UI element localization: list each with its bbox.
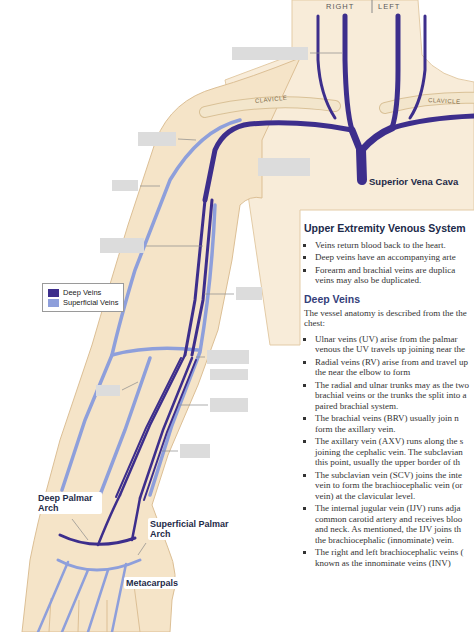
clavicle-outline bbox=[205, 102, 335, 112]
panel-title: Upper Extremity Venous System bbox=[304, 222, 470, 235]
bullet-text: The axillary vein (AXV) runs along the s… bbox=[315, 436, 470, 468]
ulnar-vein bbox=[144, 360, 196, 500]
bullet-list: Ulnar veins (UV) arise from the palmar v… bbox=[304, 334, 470, 569]
label-placeholder bbox=[112, 180, 138, 191]
legend-row: Deep Veins bbox=[48, 288, 118, 297]
leader-line bbox=[178, 405, 208, 406]
brachial-vein bbox=[192, 200, 212, 355]
side-label: RIGHT bbox=[326, 2, 354, 11]
superficial-veins bbox=[38, 120, 240, 632]
metacarpal-vein bbox=[38, 562, 68, 632]
superior-vena-cava bbox=[361, 150, 362, 180]
leader-line bbox=[204, 294, 234, 295]
label-placeholder bbox=[232, 47, 308, 60]
legend-box: Deep VeinsSuperficial Veins bbox=[42, 283, 124, 312]
leader-line bbox=[162, 451, 178, 452]
internal-jugular-vein bbox=[392, 16, 398, 128]
bullet-text: The internal jugular vein (IJV) runs adj… bbox=[315, 503, 470, 545]
label-placeholder bbox=[210, 398, 248, 412]
leader-line bbox=[196, 357, 205, 358]
metacarpal-vein bbox=[62, 570, 88, 632]
label-placeholder bbox=[100, 238, 144, 253]
brachial-vein bbox=[185, 200, 205, 355]
bullet-list: Veins return blood back to the heart.Dee… bbox=[304, 240, 470, 286]
legend-swatch bbox=[48, 289, 59, 297]
arm-skin bbox=[22, 58, 300, 632]
thumb-line bbox=[134, 585, 140, 632]
brachiocephalic-vein bbox=[362, 128, 392, 150]
leader-line bbox=[146, 246, 203, 247]
leader-line bbox=[310, 53, 342, 54]
divider-line bbox=[372, 0, 373, 13]
wrist-vein bbox=[132, 498, 140, 540]
legend-swatch bbox=[48, 299, 59, 307]
leader-line bbox=[72, 519, 88, 540]
vessel-label: Superior Vena Cava bbox=[369, 176, 458, 187]
bullet-text: The radial and ulnar trunks may as the t… bbox=[315, 380, 470, 412]
finger-line bbox=[78, 600, 79, 632]
metacarpal-vein bbox=[88, 570, 108, 632]
subclavian-vein bbox=[392, 116, 474, 128]
finger-line bbox=[107, 600, 108, 632]
bullet-text: The subclavian vein (SCV) joins the inte… bbox=[315, 470, 470, 502]
label-placeholder bbox=[180, 444, 210, 458]
bullet-text: Forearm and brachial veins are duplica v… bbox=[315, 265, 470, 286]
metacarpal-vein bbox=[112, 564, 126, 632]
bullet-text: The right and left brachiocephalic veins… bbox=[315, 547, 470, 568]
legend-row: Superficial Veins bbox=[48, 298, 118, 307]
ulnar-vein bbox=[140, 358, 192, 498]
bullet-text: Veins return blood back to the heart. bbox=[315, 240, 470, 251]
section-heading: Deep Veins bbox=[304, 293, 470, 305]
label-placeholder bbox=[258, 158, 310, 176]
label-placeholder bbox=[207, 350, 249, 364]
legend-text: Superficial Veins bbox=[63, 298, 118, 307]
bullet-text: The brachial veins (BRV) usually join n … bbox=[315, 413, 470, 434]
label-placeholder bbox=[236, 287, 262, 300]
side-label: LEFT bbox=[378, 2, 400, 11]
legend-text: Deep Veins bbox=[63, 288, 101, 297]
leader-line bbox=[178, 139, 196, 140]
label-placeholder bbox=[138, 132, 176, 146]
bullet-text: Radial veins (RV) arise from and travel … bbox=[315, 357, 470, 378]
external-jugular-vein bbox=[318, 16, 335, 118]
vessel-label: Deep Palmar Arch bbox=[36, 492, 102, 514]
clavicle-bone bbox=[205, 102, 335, 112]
vessel-label: Superficial Palmar Arch bbox=[148, 518, 232, 540]
subclavian-axillary-vein bbox=[205, 123, 352, 200]
label-placeholder bbox=[210, 369, 248, 380]
superficial-arch-vein bbox=[58, 560, 140, 570]
bullet-text: Deep veins have an accompanying arte bbox=[315, 252, 470, 263]
leader-line bbox=[138, 543, 146, 555]
internal-jugular-vein bbox=[345, 16, 352, 130]
leader-line bbox=[140, 186, 160, 187]
bone-label: Metacarpals bbox=[124, 577, 180, 589]
label-placeholder bbox=[96, 385, 120, 396]
external-jugular-vein bbox=[410, 16, 425, 118]
cephalic-vein bbox=[62, 120, 240, 490]
text-panel: Upper Extremity Venous SystemVeins retur… bbox=[304, 222, 470, 571]
deep-veins bbox=[60, 16, 474, 545]
body-text: The vessel anatomy is described from the… bbox=[304, 308, 470, 329]
leader-line bbox=[122, 382, 138, 390]
hidden-labels bbox=[96, 47, 310, 458]
bullet-text: Ulnar veins (UV) arise from the palmar v… bbox=[315, 334, 470, 355]
